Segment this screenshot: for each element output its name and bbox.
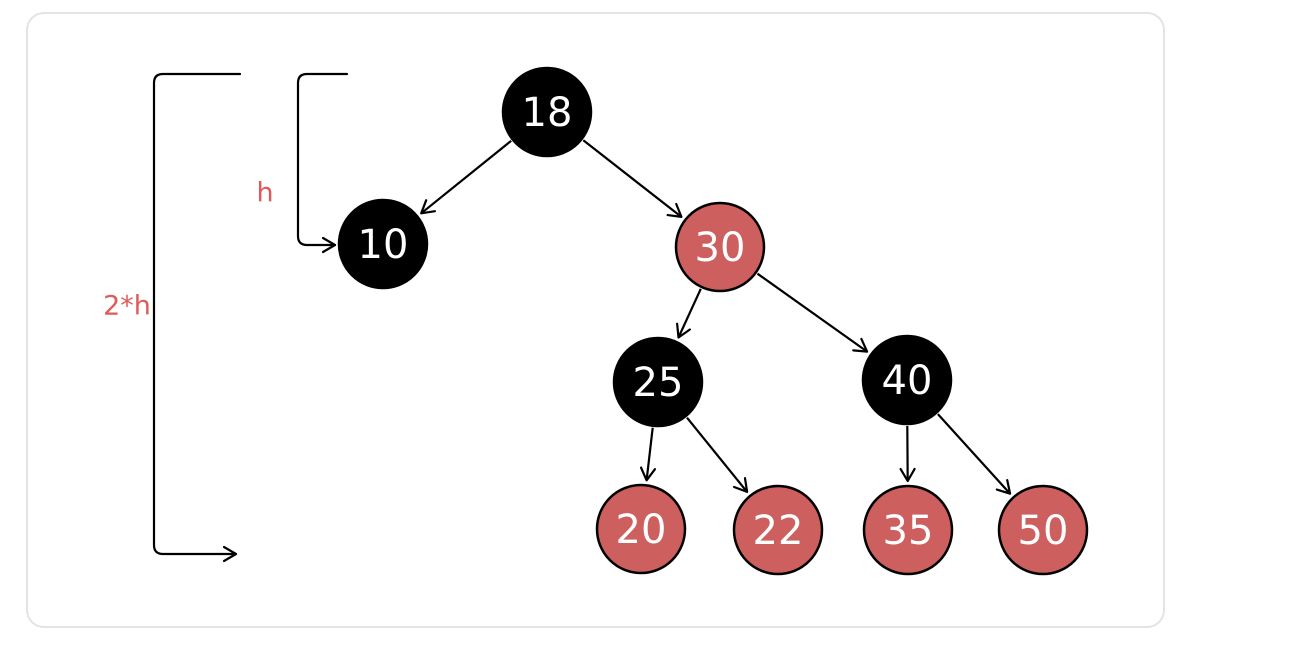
tree-node-40: 40 <box>861 334 953 426</box>
node-value-label: 25 <box>633 360 684 406</box>
two-h-bracket <box>152 72 242 563</box>
tree-node-30: 30 <box>674 201 766 293</box>
node-circle-red <box>862 484 954 576</box>
tree-edge-30-40 <box>756 272 869 353</box>
tree-edge-18-30 <box>582 139 683 218</box>
node-value-label: 18 <box>522 90 573 136</box>
tree-edges <box>420 139 1012 495</box>
tree-edge-25-20 <box>639 427 657 482</box>
tree-nodes: 18 10 30 25 40 20 22 35 50 <box>337 66 1089 576</box>
node-circle-black <box>612 336 704 428</box>
tree-node-50: 50 <box>997 484 1089 576</box>
tree-node-22: 22 <box>732 484 824 576</box>
node-circle-red <box>674 201 766 293</box>
node-circle-red <box>595 483 687 575</box>
node-value-label: 30 <box>695 225 746 271</box>
node-value-label: 40 <box>882 358 933 404</box>
tree-edge-40-50 <box>937 413 1012 495</box>
node-value-label: 22 <box>753 508 804 554</box>
node-value-label: 20 <box>616 507 667 553</box>
two-h-bracket-label: 2*h <box>103 290 151 321</box>
node-circle-black <box>337 198 429 290</box>
node-circle-black <box>501 66 593 158</box>
node-circle-red <box>997 484 1089 576</box>
tree-edge-30-25 <box>676 288 702 339</box>
tree-node-10: 10 <box>337 198 429 290</box>
tree-node-35: 35 <box>862 484 954 576</box>
h-bracket-label: h <box>256 177 273 208</box>
h-bracket <box>296 72 349 254</box>
tree-node-25: 25 <box>612 336 704 428</box>
tree-node-18: 18 <box>501 66 593 158</box>
node-value-label: 10 <box>358 222 409 268</box>
node-value-label: 35 <box>883 508 934 554</box>
tree-node-20: 20 <box>595 483 687 575</box>
node-circle-black <box>861 334 953 426</box>
diagram-card <box>26 12 1165 628</box>
node-value-label: 50 <box>1018 508 1069 554</box>
tree-edge-25-22 <box>686 417 749 493</box>
height-annotations: 2*h h <box>103 72 349 563</box>
tree-edge-18-10 <box>420 139 512 215</box>
node-circle-red <box>732 484 824 576</box>
